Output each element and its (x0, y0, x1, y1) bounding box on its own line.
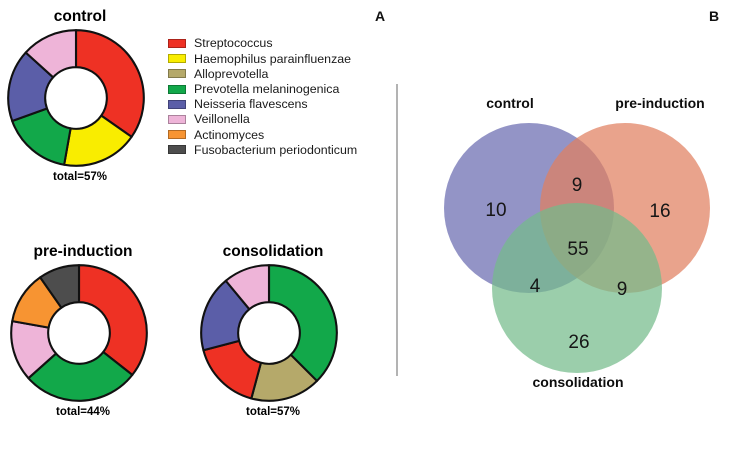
legend-label-haemophilus-parainfluenzae: Haemophilus parainfluenzae (194, 51, 352, 66)
venn-svg: 10 9 16 55 4 9 26 control pre-induction consolida… (444, 95, 710, 390)
donut-title-consolidation: consolidation (222, 243, 324, 260)
legend-label-neisseria-flavescens: Neisseria flavescens (194, 97, 308, 112)
donut-total-control: total=57% (52, 171, 107, 184)
legend-swatch-actinomyces (168, 130, 186, 140)
donut-slice-veillonella (24, 29, 78, 79)
legend-label-veillonella: Veillonella (194, 112, 250, 127)
legend-item-alloprevotella: Alloprevotella (168, 66, 357, 81)
venn-count-pre-induction-only: 16 (649, 201, 670, 222)
legend-label-actinomyces: Actinomyces (194, 127, 265, 142)
venn-pre-induction-label: pre-induction (615, 95, 704, 111)
venn-consolidation-label: consolidation (533, 374, 624, 390)
donut-svg (200, 264, 338, 402)
donut-canvas-pre-induction (9, 263, 157, 403)
donut-chart-consolidation: consolidation total=57% (199, 243, 347, 419)
venn-count-control-and-consolidation: 4 (530, 276, 541, 297)
donut-slice-prevotella-melaninogenica (267, 264, 338, 383)
donut-svg (10, 264, 148, 402)
donut-slice-streptococcus (202, 339, 263, 400)
venn-count-control-only: 10 (485, 200, 506, 221)
donut-title-pre-induction: pre-induction (33, 243, 133, 260)
donut-slice-veillonella (224, 264, 271, 311)
venn-count-pre-induction-and-consolidation: 9 (617, 279, 628, 300)
donut-canvas-consolidation (199, 263, 347, 403)
legend-swatch-neisseria-flavescens (168, 99, 186, 109)
venn-count-all-three: 55 (567, 239, 588, 260)
legend-swatch-haemophilus-parainfluenzae (168, 54, 186, 64)
panel-divider (396, 84, 398, 376)
legend-item-neisseria-flavescens: Neisseria flavescens (168, 97, 357, 112)
legend-swatch-prevotella-melaninogenica (168, 84, 186, 94)
donut-title-control: control (53, 8, 107, 25)
donut-chart-pre-induction: pre-induction total=44% (9, 243, 157, 419)
donut-canvas-control (6, 28, 154, 168)
donut-svg (7, 29, 145, 167)
donut-slice-prevotella-melaninogenica (27, 351, 134, 402)
venn-count-control-and-pre-induction: 9 (572, 175, 583, 196)
legend-swatch-alloprevotella (168, 69, 186, 79)
donut-chart-control: control total=57% (6, 8, 154, 184)
legend-item-fusobacterium-periodonticum: Fusobacterium periodonticum (168, 142, 357, 157)
venn-circle-consolidation (492, 203, 662, 373)
donut-slice-streptococcus (74, 29, 145, 138)
legend-label-prevotella-melaninogenica: Prevotella melaninogenica (194, 81, 340, 96)
donut-total-pre-induction: total=44% (55, 406, 110, 419)
legend-item-haemophilus-parainfluenzae: Haemophilus parainfluenzae (168, 51, 357, 66)
legend-item-streptococcus: Streptococcus (168, 36, 357, 51)
legend-label-alloprevotella: Alloprevotella (194, 66, 269, 81)
panel-b-letter: B (709, 8, 720, 24)
legend-item-prevotella-melaninogenica: Prevotella melaninogenica (168, 82, 357, 97)
legend-label-streptococcus: Streptococcus (194, 36, 273, 51)
donut-total-consolidation: total=57% (245, 406, 300, 419)
donut-slice-streptococcus (77, 264, 148, 376)
panel-a-letter: A (375, 8, 386, 24)
venn-count-consolidation-only: 26 (568, 332, 589, 353)
legend-item-veillonella: Veillonella (168, 112, 357, 127)
venn-control-label: control (486, 95, 533, 111)
legend-swatch-streptococcus (168, 39, 186, 49)
donut-slice-fusobacterium-periodonticum (39, 264, 81, 309)
legend-item-actinomyces: Actinomyces (168, 127, 357, 142)
legend-swatch-fusobacterium-periodonticum (168, 145, 186, 155)
legend-label-fusobacterium-periodonticum: Fusobacterium periodonticum (194, 142, 358, 157)
venn-diagram: 10 9 16 55 4 9 26 control pre-induction consolida… (404, 60, 750, 390)
legend-swatch-veillonella (168, 115, 186, 125)
